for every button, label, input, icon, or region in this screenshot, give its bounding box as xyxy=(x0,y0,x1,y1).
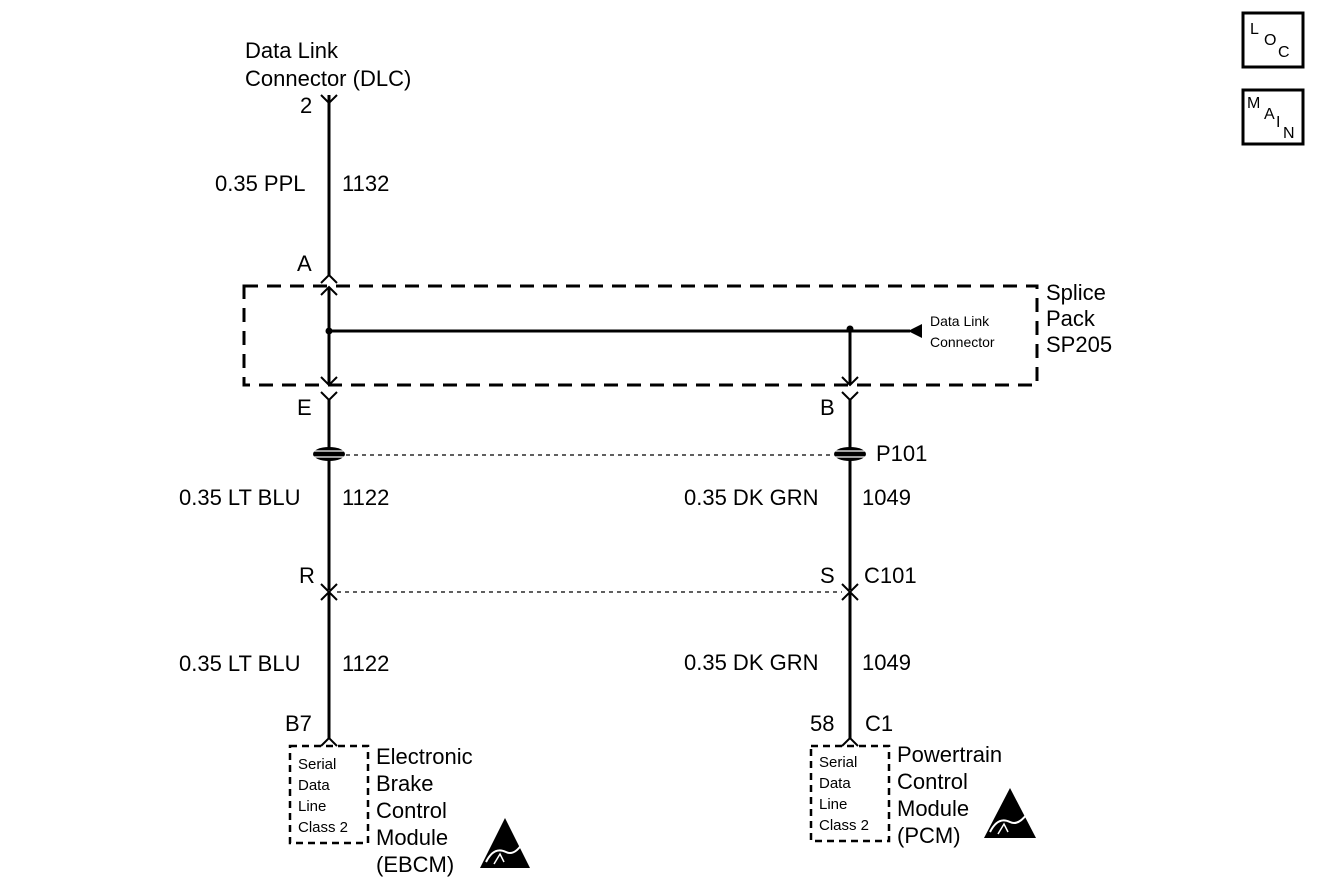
pcm-pin-label: 58 xyxy=(810,711,834,736)
main-button[interactable]: M A I N xyxy=(1241,88,1305,146)
c101-pin-r-label: R xyxy=(299,563,315,588)
splice-name-line1: Splice xyxy=(1046,280,1106,305)
p101-left-grommet-icon xyxy=(313,447,345,461)
pin-a-connector-mark xyxy=(320,273,338,284)
pin-e-inner-mark xyxy=(320,376,338,387)
inner-dlc-label-line2: Connector xyxy=(930,334,995,350)
ebcm-name-line4: Module xyxy=(376,825,448,850)
main-letter-a: A xyxy=(1264,106,1275,123)
wire-1122-lower-circuit: 1122 xyxy=(342,651,389,676)
main-letter-i: I xyxy=(1276,114,1280,131)
ebcm-name-line3: Control xyxy=(376,798,447,823)
splice-name-line3: SP205 xyxy=(1046,332,1112,357)
splice-pin-e-label: E xyxy=(297,395,312,420)
pcm-name-line2: Control xyxy=(897,769,968,794)
pin-e-connector-mark xyxy=(320,391,338,402)
ebcm-name-line2: Brake xyxy=(376,771,433,796)
dlc-name-line1: Data Link xyxy=(245,38,339,63)
wire-1122-upper-circuit: 1122 xyxy=(342,485,389,510)
pcm-box-line1: Serial xyxy=(819,754,857,771)
splice-junction-left xyxy=(325,327,333,335)
p101-right-grommet-icon xyxy=(834,447,866,461)
main-letter-n: N xyxy=(1283,125,1295,142)
pcm-box-line2: Data xyxy=(819,775,851,792)
wire-1049-upper-spec: 0.35 DK GRN xyxy=(684,485,819,510)
pcm-connector-mark xyxy=(841,736,859,747)
splice-name-line2: Pack xyxy=(1046,306,1096,331)
splice-junction-right xyxy=(846,325,854,333)
splice-pin-b-label: B xyxy=(820,395,835,420)
pcm-box-line3: Line xyxy=(819,796,847,813)
main-letter-m: M xyxy=(1247,95,1260,112)
esd-warning-icon xyxy=(480,818,530,868)
wire-1049-lower-circuit: 1049 xyxy=(862,650,911,675)
splice-pin-a-label: A xyxy=(297,251,312,276)
loc-letter-c: C xyxy=(1278,44,1290,61)
loc-button[interactable]: L O C xyxy=(1241,11,1305,69)
loc-letter-o: O xyxy=(1264,32,1276,49)
pcm-name-line3: Module xyxy=(897,796,969,821)
ebcm-pin-label: B7 xyxy=(285,711,312,736)
dlc-name-line2: Connector (DLC) xyxy=(245,66,411,91)
wire-1132-spec: 0.35 PPL xyxy=(215,171,306,196)
ebcm-box-line3: Line xyxy=(298,798,326,815)
loc-letter-l: L xyxy=(1250,21,1259,38)
pcm-name-line1: Powertrain xyxy=(897,742,1002,767)
pcm-name-line4: (PCM) xyxy=(897,823,961,848)
ebcm-connector-mark xyxy=(320,736,338,747)
ebcm-name-line1: Electronic xyxy=(376,744,473,769)
p101-label: P101 xyxy=(876,441,927,466)
pin-b-connector-mark xyxy=(841,391,859,402)
wire-1049-lower-spec: 0.35 DK GRN xyxy=(684,650,819,675)
wire-1122-lower-spec: 0.35 LT BLU xyxy=(179,651,300,676)
ebcm-serial-data-box xyxy=(288,744,370,845)
pcm-box-line4: Class 2 xyxy=(819,817,869,834)
wire-1122-upper-spec: 0.35 LT BLU xyxy=(179,485,300,510)
esd-warning-icon xyxy=(984,788,1036,838)
inner-dlc-arrow-icon xyxy=(908,324,922,338)
ebcm-name-line5: (EBCM) xyxy=(376,852,454,877)
pcm-serial-data-box xyxy=(809,744,891,843)
wire-1049-upper-circuit: 1049 xyxy=(862,485,911,510)
pin-b-inner-mark xyxy=(841,376,859,387)
wire-1132-circuit: 1132 xyxy=(342,171,389,196)
inner-dlc-label-line1: Data Link xyxy=(930,313,990,329)
c101-pin-s-label: S xyxy=(820,563,835,588)
ebcm-box-line1: Serial xyxy=(298,756,336,773)
pcm-connector-label: C1 xyxy=(865,711,893,736)
splice-pack-box xyxy=(242,284,1039,387)
dlc-pin-label: 2 xyxy=(300,93,312,118)
ebcm-box-line4: Class 2 xyxy=(298,819,348,836)
c101-label: C101 xyxy=(864,563,917,588)
ebcm-box-line2: Data xyxy=(298,777,330,794)
